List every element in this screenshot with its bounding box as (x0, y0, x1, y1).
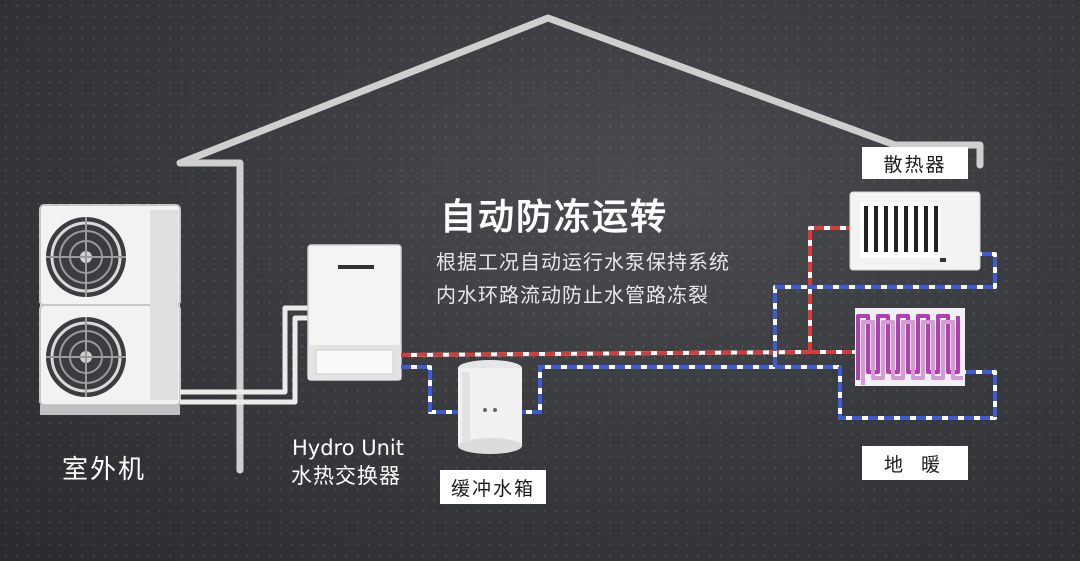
outdoor-unit-label: 室外机 (62, 455, 147, 485)
radiator-icon (849, 191, 981, 271)
house-outline-icon (176, 14, 984, 474)
buffer-tank-label: 缓冲水箱 (440, 470, 546, 504)
headline: 自动防冻运转 (440, 197, 669, 238)
description-line-2: 内水环路流动防止水管路冻裂 (436, 283, 709, 307)
supply-pipe-red (400, 226, 855, 357)
hydro-unit-label-en: Hydro Unit (292, 436, 404, 460)
hydro-unit-icon (307, 244, 402, 381)
description-line-1: 根据工况自动运行水泵保持系统 (436, 250, 730, 274)
radiator-label: 散热器 (862, 147, 968, 179)
hydro-unit-label-zh: 水热交换器 (291, 464, 401, 488)
buffer-tank-icon (458, 360, 522, 454)
floor-heating-label: 地 暖 (862, 446, 968, 480)
refrigerant-pipes (180, 305, 318, 405)
floor-heating-coil-icon (855, 308, 965, 386)
outdoor-unit-fan-icon (39, 204, 181, 415)
